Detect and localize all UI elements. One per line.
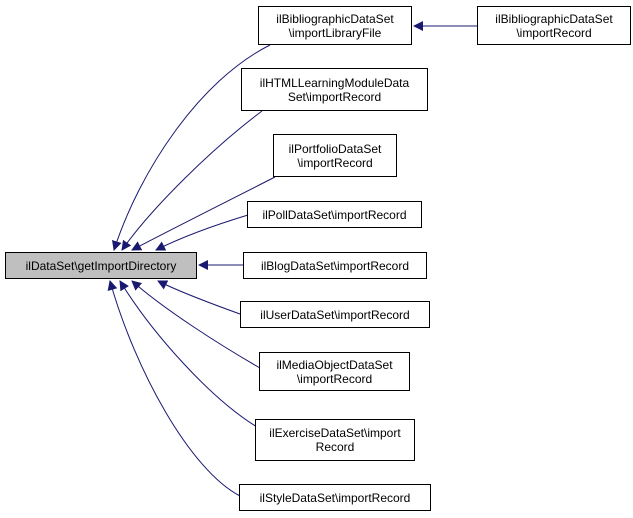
node-label-line: Set\importRecord — [287, 89, 382, 104]
edge-port-to-root — [131, 176, 276, 251]
node-portfolio[interactable]: ilPortfolioDataSet \importRecord — [273, 134, 397, 177]
node-media-object[interactable]: ilMediaObjectDataSet \importRecord — [259, 352, 410, 391]
node-label-line: ilPortfolioDataSet — [288, 141, 382, 156]
node-label-line: ilBlogDataSet\importRecord — [260, 258, 410, 273]
node-poll[interactable]: ilPollDataSet\importRecord — [247, 201, 422, 228]
node-label-line: Record — [315, 440, 355, 454]
node-root[interactable]: ilDataSet\getImportDirectory — [5, 252, 197, 279]
node-style[interactable]: ilStyleDataSet\importRecord — [239, 484, 431, 511]
node-label-line: ilHTMLLearningModuleData — [259, 75, 410, 90]
node-user[interactable]: ilUserDataSet\importRecord — [240, 301, 430, 328]
node-bibliographic-import-record[interactable]: ilBibliographicDataSet \importRecord — [477, 6, 631, 45]
edge-poll-to-root — [155, 214, 249, 251]
node-label-line: \importRecord — [296, 371, 373, 386]
edge-exer-to-root — [119, 280, 263, 431]
node-label-line: \importRecord — [516, 25, 592, 40]
node-label-line: ilExerciseDataSet\import — [269, 426, 401, 440]
node-label-line: ilMediaObjectDataSet — [276, 357, 393, 372]
node-label-line: ilBibliographicDataSet — [495, 11, 613, 26]
node-bibliographic-import-library-file[interactable]: ilBibliographicDataSet \importLibraryFil… — [258, 6, 412, 45]
node-label-line: ilStyleDataSet\importRecord — [259, 490, 411, 505]
node-label-line: \importLibraryFile — [288, 25, 382, 40]
node-label-line: \importRecord — [297, 155, 373, 170]
node-label-line: ilBibliographicDataSet — [276, 11, 394, 26]
node-label-line: ilPollDataSet\importRecord — [262, 207, 407, 222]
node-label-line: ilUserDataSet\importRecord — [260, 307, 410, 322]
node-html-learning-module[interactable]: ilHTMLLearningModuleData Set\importRecor… — [241, 68, 428, 111]
node-exercise[interactable]: ilExerciseDataSet\import Record — [255, 419, 415, 461]
edge-style-to-root — [107, 280, 241, 497]
edge-bib1-to-root — [112, 44, 271, 251]
edge-user-to-root — [157, 280, 241, 315]
node-root-label: ilDataSet\getImportDirectory — [25, 258, 177, 273]
edge-html-to-root — [121, 110, 263, 251]
node-blog[interactable]: ilBlogDataSet\importRecord — [243, 252, 427, 279]
edge-media-to-root — [131, 280, 261, 369]
